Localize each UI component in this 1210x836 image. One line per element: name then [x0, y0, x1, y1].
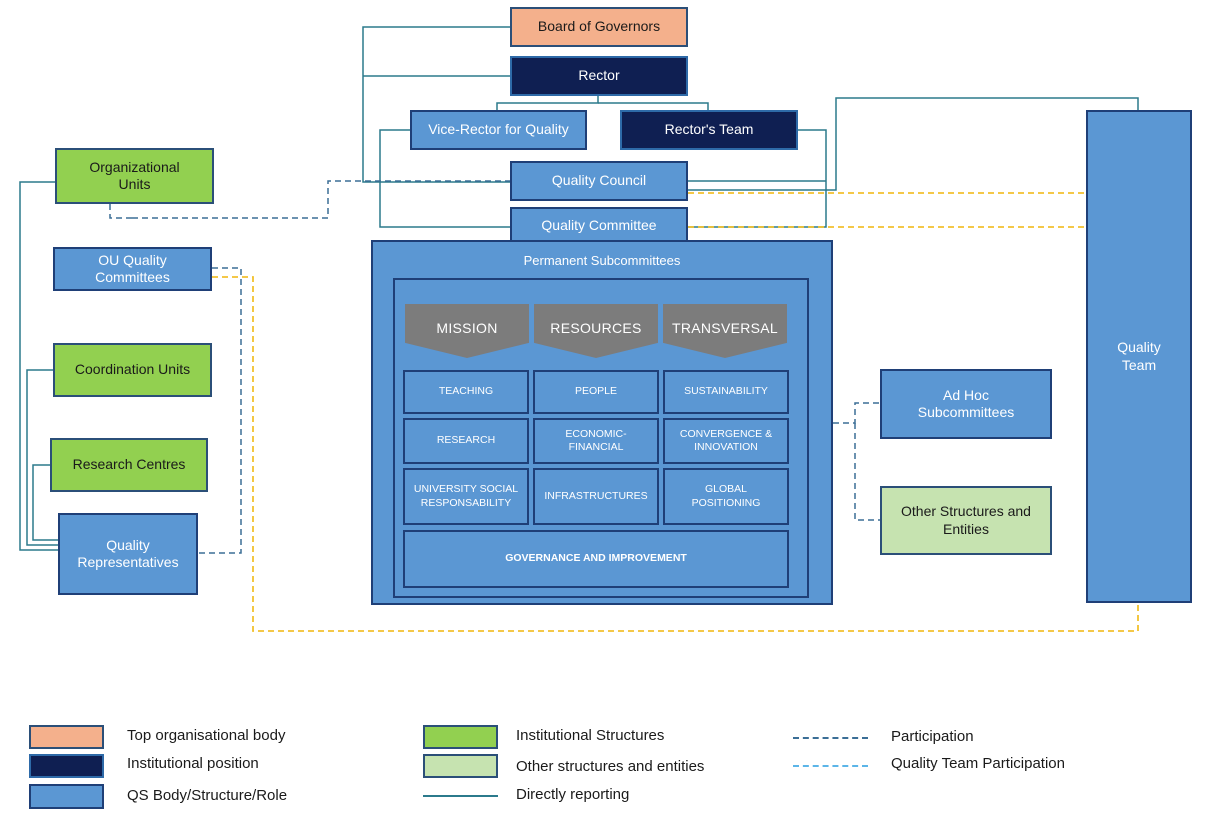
legend-label-other-structures: Other structures and entities: [516, 758, 705, 775]
legend-label-quality-team-participation: Quality Team Participation: [891, 755, 1065, 772]
legend-label-institutional-structures: Institutional Structures: [516, 727, 665, 744]
legend-line-participation: [793, 737, 868, 739]
legend-line-quality-team-participation: [793, 765, 868, 767]
legend-swatch-qs-body: [29, 784, 104, 809]
permanent-subcommittees-title: Permanent Subcommittees: [523, 253, 681, 268]
subcommittee-convergence-innovation: CONVERGENCE & INNOVATION: [663, 418, 789, 464]
other-structures-and-entities: Other Structures and Entities: [880, 486, 1052, 555]
reporting-lines: [19, 26, 1139, 551]
quality-team: Quality Team: [1086, 110, 1192, 603]
organizational-units: Organizational Units: [55, 148, 214, 204]
board-of-governors: Board of Governors: [510, 7, 688, 47]
ou-quality-committees: OU Quality Committees: [53, 247, 212, 291]
vice-rector-for-quality: Vice-Rector for Quality: [410, 110, 587, 150]
subcommittee-infrastructures: INFRASTRUCTURES: [533, 468, 659, 525]
legend-swatch-institutional-position: [29, 754, 104, 778]
ad-hoc-subcommittees: Ad Hoc Subcommittees: [880, 369, 1052, 439]
subcommittee-economic-financial: ECONOMIC-FINANCIAL: [533, 418, 659, 464]
subcommittee-sustainability: SUSTAINABILITY: [663, 370, 789, 414]
legend-label-institutional-position: Institutional position: [127, 755, 259, 772]
legend-label-qs-body: QS Body/Structure/Role: [127, 787, 288, 804]
quality-team-lines: [212, 192, 1139, 632]
subcommittee-people: PEOPLE: [533, 370, 659, 414]
subcommittee-research: RESEARCH: [403, 418, 529, 464]
quality-committee: Quality Committee: [510, 207, 688, 245]
legend-swatch-top-body: [29, 725, 104, 749]
subcommittee-university-social-responsability: UNIVERSITY SOCIAL RESPONSABILITY: [403, 468, 529, 525]
quality-council: Quality Council: [510, 161, 688, 201]
legend-label-participation: Participation: [891, 728, 974, 745]
legend-label-directly-reporting: Directly reporting: [516, 786, 630, 803]
rectors-team: Rector's Team: [620, 110, 798, 150]
subcommittee-global-positioning: GLOBAL POSITIONING: [663, 468, 789, 525]
quality-representatives: Quality Representatives: [58, 513, 198, 595]
subcommittee-governance-improvement: GOVERNANCE AND IMPROVEMENT: [403, 530, 789, 588]
research-centres: Research Centres: [50, 438, 208, 492]
coordination-units: Coordination Units: [53, 343, 212, 397]
rector: Rector: [510, 56, 688, 96]
participation-lines: [109, 180, 880, 554]
legend-swatch-institutional-structures: [423, 725, 498, 749]
legend-label-top-body: Top organisational body: [127, 727, 286, 744]
legend-swatch-other-structures: [423, 754, 498, 778]
legend-line-directly-reporting: [423, 795, 498, 797]
subcommittee-teaching: TEACHING: [403, 370, 529, 414]
